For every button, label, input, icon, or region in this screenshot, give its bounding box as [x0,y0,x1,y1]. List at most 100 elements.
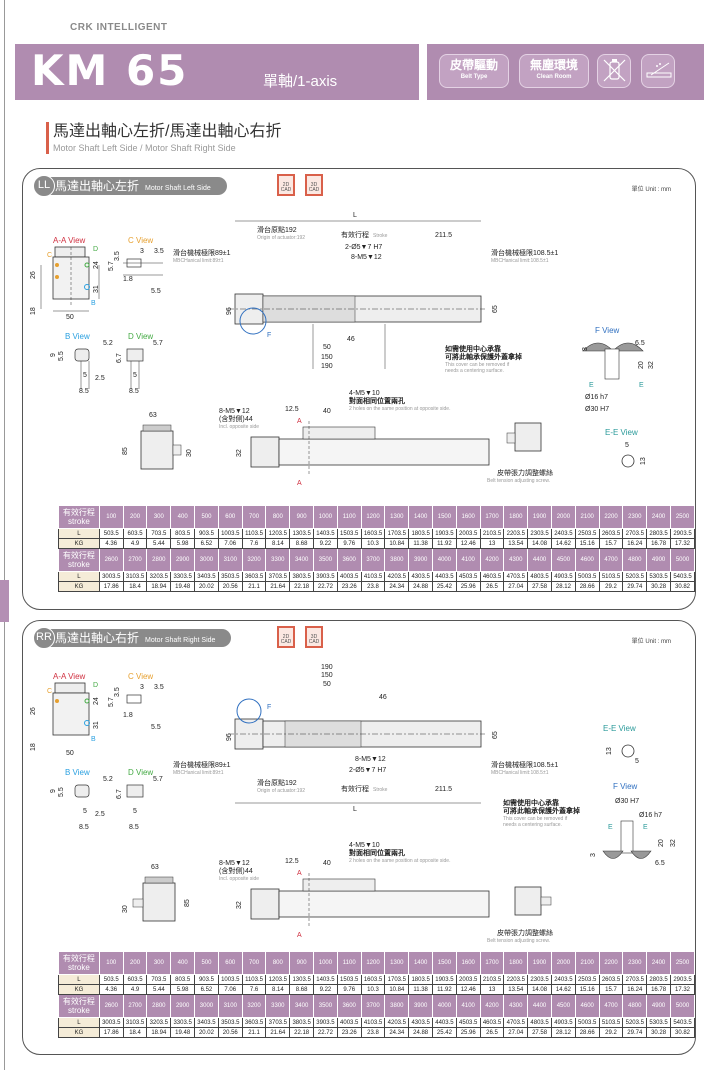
f-dim-32: 32 [648,361,655,369]
feature-badges: 皮帶驅動 Belt Type 無塵環境 Clean Room [427,44,704,100]
length-cell: 3703.5 [265,571,291,582]
length-cell: 1603.5 [360,528,386,539]
b-dim-8-5: 8.5 [79,388,89,395]
length-cell: 3503.5 [217,1017,243,1028]
cad-3d-button[interactable]: 3D CAD [305,174,323,196]
dim-50-holes: 50 [323,681,331,688]
side-view-drawing [250,873,490,927]
origin-label-en: Origin of actuator:192 [257,235,305,241]
stroke-cell: 500 [194,505,219,529]
stroke-cell: 4300 [503,994,529,1018]
f-dim-6-5: 6.5 [635,340,645,347]
section-title-zh: 馬達出軸心左折/馬達出軸心右折 [53,123,282,140]
badge-clean-room: 無塵環境 Clean Room [519,54,589,88]
weight-cell: 13 [479,538,505,549]
main-actuator-top-view [228,698,485,804]
end-view-drawing [140,424,182,470]
f-detail-marker: F [267,704,271,711]
length-cell: 5303.5 [646,1017,671,1028]
weight-cell: 9.22 [313,984,338,995]
length-cell: 3703.5 [265,1017,291,1028]
badge-belt-type: 皮帶驅動 Belt Type [439,54,509,88]
stroke-cell: 3300 [265,994,291,1018]
weight-cell: 5.98 [170,538,196,549]
f-dim-20: 20 [638,361,645,369]
stroke-cell: 2100 [574,951,600,975]
d-dim-8-5: 8.5 [129,388,139,395]
weight-cell: 20.56 [217,581,243,592]
stroke-cell: 300 [146,505,172,529]
weight-cell: 4.36 [98,538,124,549]
b-view-drawing [74,784,90,798]
length-cell: 2103.5 [479,974,505,985]
stroke-cell: 1300 [384,505,410,529]
weight-cell: 20.02 [194,1027,219,1038]
length-cell: 4703.5 [503,1017,529,1028]
cad-2d-button[interactable]: 2D CAD [277,174,295,196]
end-dim-30: 30 [186,449,193,457]
stroke-cell: 700 [241,505,267,529]
tension-view-drawing [506,422,542,452]
b-dim-5-5: 5.5 [58,787,65,797]
e-section-mark-right: E [643,824,648,831]
side-chapter-tab[interactable] [0,580,9,622]
length-header: L [58,571,100,582]
weight-cell: 29.2 [598,1027,624,1038]
weight-cell: 25.42 [432,1027,457,1038]
stroke-cell: 600 [217,505,243,529]
end-dim-63: 63 [149,412,157,419]
dim-18: 18 [30,743,37,751]
cad-2d-button[interactable]: 2D CAD [277,626,295,648]
cad-3d-button[interactable]: 3D CAD [305,626,323,648]
stroke-cell: 1400 [408,951,434,975]
weight-header: KG [58,581,100,592]
length-cell: 3903.5 [313,571,338,582]
c-view-drawing [123,258,163,276]
length-cell: 2203.5 [503,974,529,985]
length-cell: 4303.5 [408,571,434,582]
f-dim-20: 20 [658,839,665,847]
e-section-mark-left: E [589,382,594,389]
weight-cell: 21.1 [241,581,267,592]
c-dim-3-5: 3.5 [154,684,164,691]
d-view-label: D View [128,332,153,341]
stroke-cell: 4200 [479,994,505,1018]
weight-cell: 20.56 [217,1027,243,1038]
c-dim-3: 3 [140,684,144,691]
b-dim-2-5: 2.5 [95,375,105,382]
c-dim-1-8: 1.8 [123,276,133,283]
length-cell: 2003.5 [455,528,481,539]
f-view-label: F View [613,782,638,791]
length-cell: 4503.5 [455,1017,481,1028]
end-view-drawing [132,876,176,922]
b-dim-5: 5 [83,372,87,379]
side-dim-12-5: 12.5 [285,406,299,413]
stroke-cell: 400 [170,505,196,529]
dim-96: 96 [226,733,233,741]
top-holes-zh1: 4-M5▼10 [349,842,380,849]
d-dim-8-5: 8.5 [129,824,139,831]
length-cell: 5003.5 [574,1017,600,1028]
weight-cell: 28.66 [574,581,600,592]
side-dim-40: 40 [323,860,331,867]
length-cell: 4703.5 [503,571,529,582]
panel-title-zh: 馬達出軸心右折 [55,631,140,645]
length-cell: 1803.5 [408,528,434,539]
b-dim-8-5: 8.5 [79,824,89,831]
stroke-cell: 3700 [360,994,386,1018]
weight-cell: 19.48 [170,1027,196,1038]
length-cell: 3203.5 [146,1017,172,1028]
length-cell: 1903.5 [432,974,457,985]
length-cell: 3503.5 [217,571,243,582]
weight-cell: 28.12 [551,1027,576,1038]
limit-left-zh: 滑台機械極限89±1 [173,248,231,257]
length-cell: 2903.5 [669,974,696,985]
length-cell: 1303.5 [289,974,315,985]
length-cell: 5203.5 [622,1017,648,1028]
hole-spec-m5: 8-M5▼12 [351,254,382,261]
weight-cell: 16.24 [622,984,648,995]
e-section-mark-right: E [639,382,644,389]
